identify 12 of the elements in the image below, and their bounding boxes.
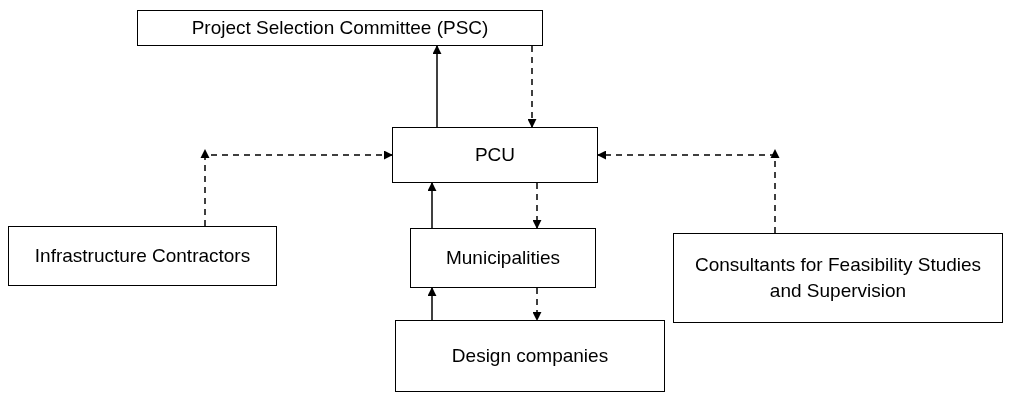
process-box [8, 226, 277, 286]
process-box [673, 233, 1003, 323]
box-label: Project Selection Committee (PSC) [191, 16, 489, 41]
process-box [392, 127, 598, 183]
process-box [410, 228, 596, 288]
box-label: PCU [474, 143, 516, 168]
box-label: Consultants for Feasibility Studies and Supervision [693, 253, 983, 303]
box-label: Municipalities [445, 246, 560, 271]
box-label: Infrastructure Contractors [34, 244, 251, 269]
process-box [137, 10, 543, 46]
box-label: Design companies [451, 344, 609, 369]
process-box [395, 320, 665, 392]
